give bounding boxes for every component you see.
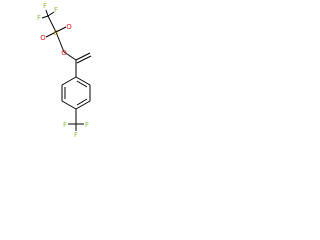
structure-diagram: F F F S O O O F F F — [37, 2, 92, 139]
ring-bond-3 — [75, 100, 91, 110]
bond-c-ch2-double — [76, 55, 92, 64]
atom-f6: F — [74, 131, 78, 139]
ring-double-2 — [76, 98, 88, 106]
atom-f2: F — [37, 14, 41, 22]
atom-f4: F — [63, 121, 67, 129]
ring-double-1 — [76, 80, 88, 88]
atom-s: S — [54, 29, 59, 37]
atom-o1: O — [40, 34, 46, 42]
atom-f3: F — [54, 6, 58, 14]
bond-c-f2 — [41, 15, 49, 19]
atom-f5: F — [85, 121, 89, 129]
bond-o3-c — [63, 51, 77, 61]
bond-s-o1 — [45, 31, 57, 38]
ring-bond-6 — [61, 76, 77, 86]
bond-c-f1 — [45, 9, 49, 17]
bond-c-ch2 — [75, 52, 91, 61]
atom-o3: O — [61, 49, 67, 57]
ring-bond-1 — [75, 76, 91, 86]
bond-s-o3 — [55, 31, 65, 53]
atom-o2: O — [66, 23, 72, 31]
bond-c-f3 — [47, 11, 55, 17]
atom-f1: F — [43, 2, 47, 10]
ring-bond-4 — [61, 100, 77, 110]
bond-c-s — [47, 15, 57, 33]
bond-s-o2 — [55, 26, 67, 33]
